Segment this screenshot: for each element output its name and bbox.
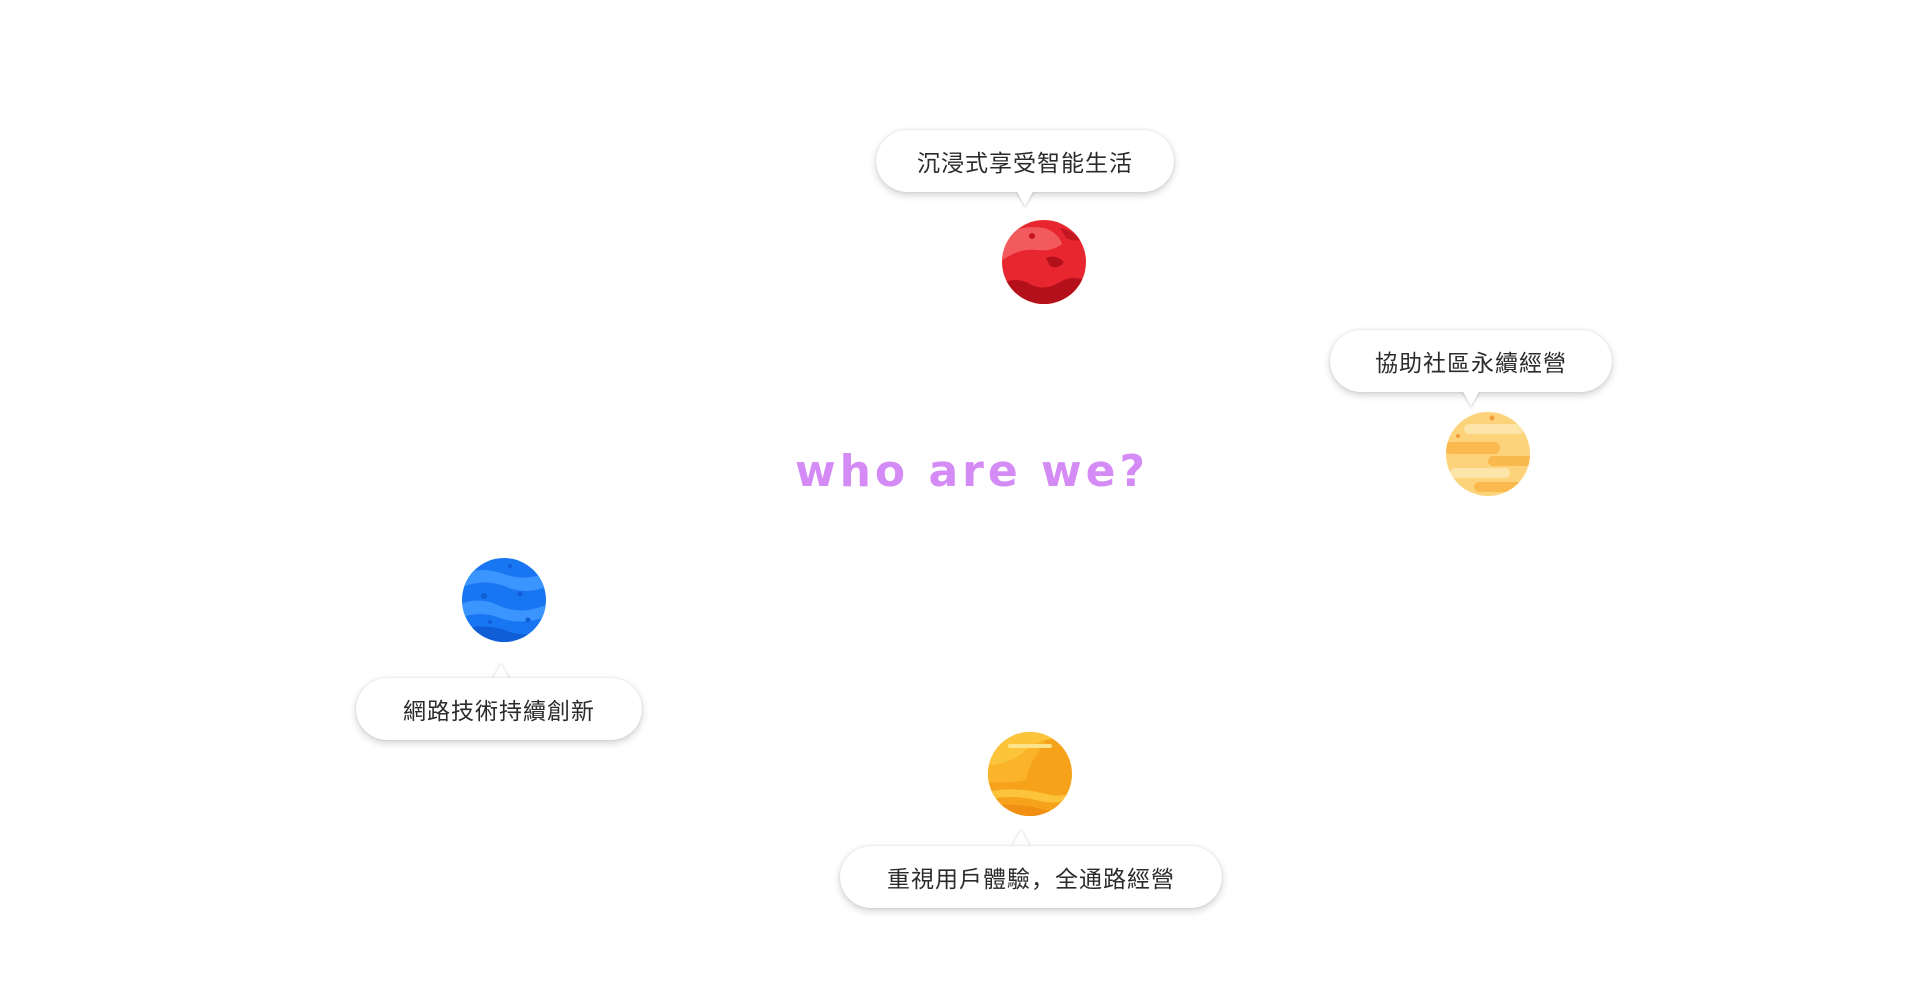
bubble-tech-innovation: 網路技術持續創新 <box>356 678 642 740</box>
bubble-tail <box>1462 390 1480 406</box>
bubble-label: 沉浸式享受智能生活 <box>917 151 1133 177</box>
bubble-tail <box>1012 830 1030 846</box>
bubble-user-experience: 重視用戶體驗，全通路經營 <box>840 846 1222 908</box>
orange-planet-icon[interactable] <box>986 730 1074 818</box>
bubble-immersive-life: 沉浸式享受智能生活 <box>876 130 1174 192</box>
bubble-label: 重視用戶體驗，全通路經營 <box>887 867 1175 893</box>
red-planet-icon[interactable] <box>1000 218 1088 306</box>
page-title: who are we? <box>794 446 1150 497</box>
bubble-tail <box>1016 190 1034 206</box>
bubble-community: 協助社區永續經營 <box>1330 330 1612 392</box>
bubble-label: 網路技術持續創新 <box>403 699 595 725</box>
blue-planet-icon[interactable] <box>460 556 548 644</box>
striped-planet-icon[interactable] <box>1444 410 1532 498</box>
bubble-label: 協助社區永續經營 <box>1375 351 1567 377</box>
bubble-tail <box>492 664 510 680</box>
